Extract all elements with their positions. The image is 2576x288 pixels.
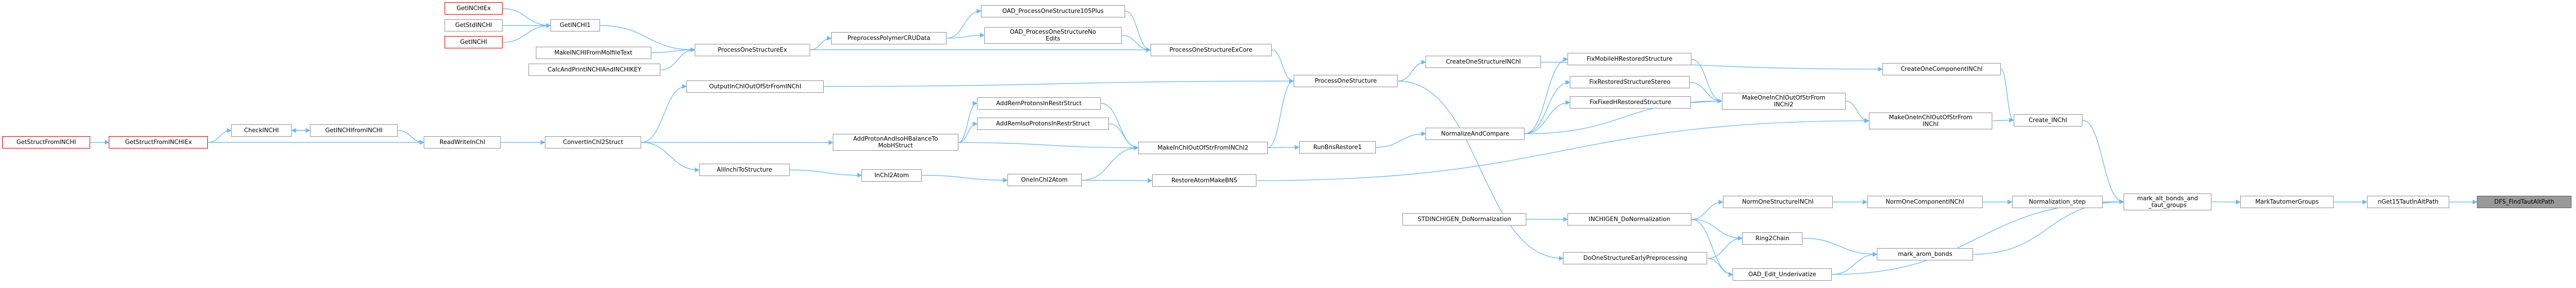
edge-46 — [1691, 98, 1722, 104]
edge-48 — [1992, 118, 2014, 123]
node-fixmobilehrestoredstructure[interactable]: FixMobileHRestoredStructure — [1567, 53, 1692, 66]
edge-53 — [1691, 219, 1734, 277]
node-runbnsrestore1[interactable]: RunBnsRestore1 — [1299, 141, 1376, 154]
node-getinchi1[interactable]: GetINCHI1 — [550, 19, 600, 32]
edge-11 — [1121, 34, 1151, 52]
node-oad-edit-underivatize[interactable]: OAD_Edit_Underivatize — [1733, 268, 1832, 281]
edge-59 — [2082, 120, 2124, 204]
node-getstructfrominchi[interactable]: GetStructFromINCHI — [2, 136, 91, 149]
node-allinchitostructure[interactable]: AllInchiToStructure — [699, 164, 790, 177]
edge-2 — [502, 23, 551, 43]
edge-23 — [641, 84, 687, 143]
node-addremprotonsinrestrstruct[interactable]: AddRemProtonsInRestrStruct — [977, 97, 1101, 110]
edge-49 — [1398, 80, 1564, 261]
node-outputinchioutofstrfrominchi[interactable]: OutputInChIOutOfStrFromINChI — [686, 80, 824, 93]
edge-38 — [1376, 131, 1427, 148]
edge-51 — [1691, 199, 1724, 220]
edge-55 — [1707, 258, 1734, 277]
node-normalizeandcompare[interactable]: NormalizeAndCompare — [1425, 127, 1525, 140]
node-restoreatommakebns[interactable]: RestoreAtomMakeBNS — [1152, 174, 1257, 187]
node-normonecomponentinchi[interactable]: NormOneComponentINChI — [1867, 196, 1983, 209]
node-nget15tautinaltpath[interactable]: nGet15TautInAltPath — [2366, 196, 2450, 209]
node-makeinchifrommolfiletext[interactable]: MakeINCHIFromMolfileText — [535, 46, 651, 59]
node-oad-processonestructure105plus[interactable]: OAD_ProcessOneStructure105Plus — [980, 4, 1125, 17]
edge-4 — [651, 47, 695, 53]
node-makeoneinchioutofstrfrominchi2[interactable]: MakeOneInChIOutOfStrFrom INChI2 — [1721, 92, 1846, 110]
node-getinchi[interactable]: GetINCHI — [445, 36, 503, 49]
node-getinchiex[interactable]: GetINCHIEx — [445, 2, 503, 15]
edge-47 — [1845, 100, 1869, 123]
node-addremisoprotonsinrestrstruct[interactable]: AddRemIsoProtonsInRestrStruct — [977, 118, 1109, 130]
edge-5 — [660, 47, 695, 70]
edge-40 — [1525, 57, 1569, 134]
node-makeoneinchioutofstrfrominchi[interactable]: MakeOneInChIOutOfStrFrom INChI — [1868, 112, 1993, 129]
node-getstructfrominchiex[interactable]: GetStructFromINCHIEx — [109, 136, 208, 149]
edge-52 — [1691, 219, 1743, 241]
edge-33 — [922, 175, 1008, 183]
node-fixfixedhrestoredstructure[interactable]: FixFixedHRestoredStructure — [1570, 96, 1691, 109]
edge-32 — [789, 169, 862, 178]
node-normonestructureinchi[interactable]: NormOneStructureINChI — [1722, 196, 1833, 209]
edge-44 — [1691, 58, 1722, 104]
edge-34 — [1081, 145, 1139, 181]
node-addprotonandisohbalancetomobhstruct[interactable]: AddProtonAndIsoHBalanceTo MobHStruct — [833, 134, 958, 151]
node-ring2chain[interactable]: Ring2Chain — [1742, 232, 1803, 245]
node-calcandprintinchiandinchikey[interactable]: CalcAndPrintINCHIAndINCHIKEY — [528, 64, 661, 76]
edge-29 — [958, 142, 1139, 150]
node-oad-processonestructurenoedits[interactable]: OAD_ProcessOneStructureNo Edits — [984, 26, 1122, 44]
node-checkinchi[interactable]: CheckINCHI — [231, 124, 292, 137]
edge-8 — [947, 8, 981, 39]
node-createonecomponentinchi[interactable]: CreateOneComponentINChI — [1882, 62, 2001, 75]
edge-60 — [1802, 237, 1878, 257]
node-oneinchi2atom[interactable]: OneInChI2Atom — [1007, 174, 1082, 187]
node-mark-alt-bonds-and-taut-groups[interactable]: mark_alt_bonds_and _taut_groups — [2123, 193, 2212, 210]
node-create-inchi[interactable]: Create_INChI — [2013, 114, 2082, 127]
node-convertinchi2struct[interactable]: ConvertInChI2Struct — [545, 136, 642, 149]
node-processonestructureex[interactable]: ProcessOneStructureEx — [694, 43, 811, 56]
edge-41 — [1525, 80, 1571, 134]
node-marktautomergroups[interactable]: MarkTautomerGroups — [2240, 196, 2334, 209]
edge-36 — [1267, 78, 1294, 148]
edge-17 — [208, 128, 232, 143]
node-mark-arom-bonds[interactable]: mark_arom_bonds — [1877, 248, 1974, 261]
edge-3 — [599, 25, 695, 52]
edge-21 — [398, 130, 425, 145]
node-doonestructureearlypreprocessing[interactable]: DoOneStructureEarlyPreprocessing — [1563, 252, 1708, 265]
edge-35 — [1081, 178, 1153, 183]
edge-39 — [1256, 118, 1869, 181]
edge-13 — [1398, 60, 1427, 82]
node-getstdinchi[interactable]: GetStdINCHI — [445, 19, 503, 32]
node-processonestructure[interactable]: ProcessOneStructure — [1293, 75, 1398, 88]
node-preprocesspolymercrudata[interactable]: PreprocessPolymerCRUData — [831, 32, 947, 45]
edge-28 — [958, 122, 978, 143]
edge-25 — [641, 142, 700, 173]
node-readwriteinchi[interactable]: ReadWriteInChI — [424, 136, 501, 149]
edge-42 — [1525, 100, 1571, 134]
edge-9 — [947, 33, 985, 39]
node-fixrestoredstructurestereo[interactable]: FixRestoredStructureStereo — [1570, 76, 1690, 89]
node-inchigen-donormalization[interactable]: INCHIGEN_DoNormalization — [1567, 213, 1692, 226]
node-getinchifrominchi[interactable]: GetINCHIfromINCHI — [310, 124, 398, 137]
edge-37 — [1267, 145, 1300, 150]
edge-61 — [1832, 251, 1878, 275]
node-normalization-step[interactable]: Normalization_step — [2011, 196, 2103, 209]
node-dfs-findtautaltpath[interactable]: DFS_FindTautAltPath — [2477, 196, 2572, 209]
node-stdinchigen-donormalization[interactable]: STDINCHIGEN_DoNormalization — [1402, 213, 1526, 226]
edge-54 — [1707, 236, 1743, 259]
node-makeinchioutofstrfrominchi2[interactable]: MakeInChIOutOfStrFromINChI2 — [1138, 141, 1268, 154]
edge-0 — [502, 8, 551, 28]
node-processonestructureexcore[interactable]: ProcessOneStructureExCore — [1150, 43, 1272, 56]
edge-26 — [824, 78, 1294, 87]
node-createonestructureinchi[interactable]: CreateOneStructureINChI — [1425, 56, 1542, 69]
edge-27 — [958, 101, 978, 143]
node-inchi2atom[interactable]: InChI2Atom — [861, 169, 922, 182]
edge-45 — [1690, 82, 1722, 104]
